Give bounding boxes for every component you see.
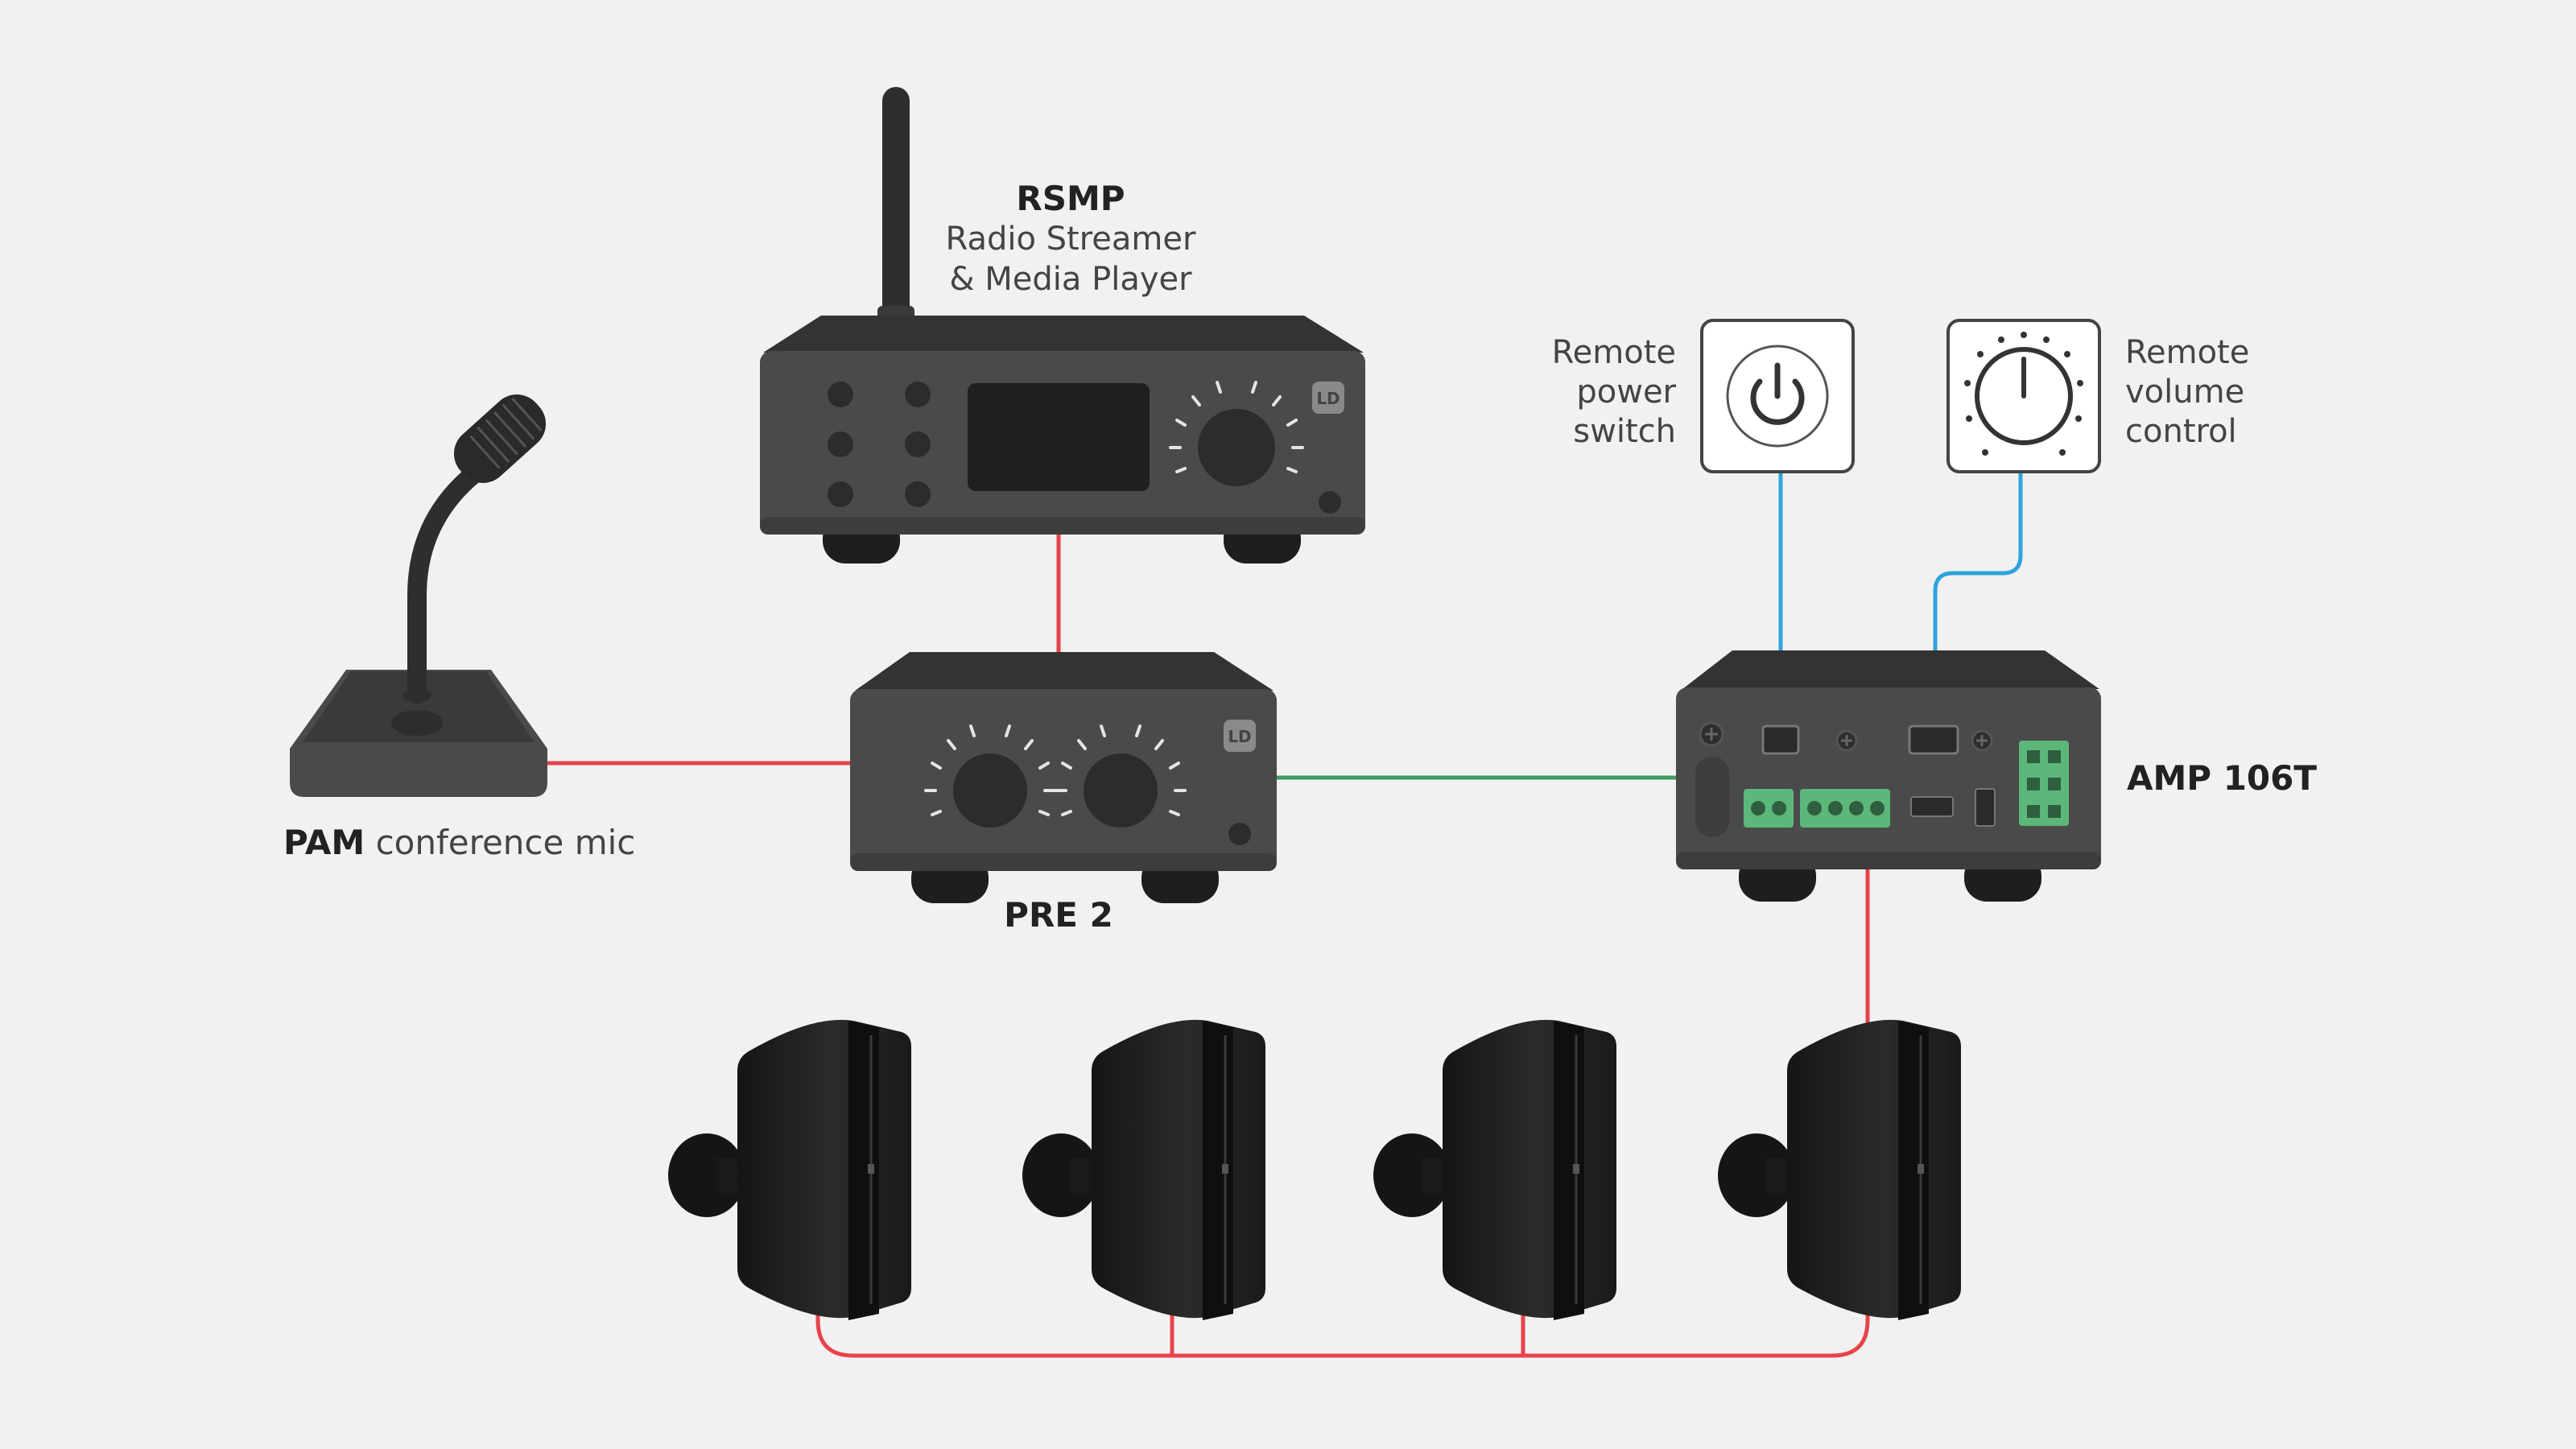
speaker-mount bbox=[1718, 1133, 1795, 1217]
ld-logo bbox=[1224, 720, 1256, 752]
button bbox=[905, 481, 931, 507]
rsmp-knob bbox=[1198, 409, 1275, 486]
volume-dots bbox=[1964, 332, 2083, 456]
speaker-mount bbox=[668, 1133, 745, 1217]
button bbox=[905, 382, 931, 407]
button bbox=[828, 431, 853, 457]
cables bbox=[541, 472, 2023, 1358]
ld-logo-text: LD bbox=[1228, 727, 1251, 746]
rsmp-description-line1: Radio Streamer bbox=[945, 221, 1196, 258]
rsmp-description-line2: & Media Player bbox=[949, 261, 1192, 298]
terminal-output-1 bbox=[1744, 789, 1794, 828]
remote-power-line3: switch bbox=[1573, 413, 1676, 450]
speaker-mount bbox=[1373, 1133, 1451, 1217]
volume-port bbox=[1908, 724, 1959, 755]
speaker bbox=[1022, 1019, 1265, 1320]
amp-slot bbox=[1695, 757, 1729, 837]
speaker-led bbox=[1918, 1164, 1924, 1174]
antenna bbox=[882, 87, 910, 336]
rsmp-name-label: RSMP bbox=[1016, 179, 1125, 218]
power-switch-port bbox=[1761, 724, 1800, 755]
rsmp-buttons bbox=[828, 382, 931, 507]
amp-indicator bbox=[1975, 788, 1996, 827]
speaker-side bbox=[1443, 1019, 1616, 1319]
speaker-front-edge bbox=[1898, 1021, 1929, 1320]
remote-power-switch bbox=[1700, 319, 1855, 473]
speaker-front-edge bbox=[1554, 1021, 1584, 1320]
speaker-mount bbox=[1022, 1133, 1100, 1217]
amp-top bbox=[1682, 650, 2099, 689]
remote-power-line2: power bbox=[1576, 374, 1676, 411]
remote-volume-line3: control bbox=[2125, 413, 2237, 450]
rsmp-led bbox=[1319, 491, 1341, 514]
pre2-edge bbox=[850, 853, 1277, 871]
button bbox=[828, 481, 853, 507]
power-icon bbox=[1750, 378, 1805, 425]
speaker-front-edge bbox=[1203, 1021, 1233, 1320]
pre2-knob-left bbox=[953, 753, 1027, 828]
rsmp-knob-ticks bbox=[1169, 381, 1304, 473]
button bbox=[828, 382, 853, 407]
pre2-top bbox=[855, 652, 1274, 691]
speaker-led bbox=[1573, 1164, 1579, 1174]
speaker-side bbox=[737, 1019, 911, 1319]
pre2-body bbox=[850, 689, 1277, 871]
pam-description: conference mic bbox=[375, 823, 636, 862]
pam-label: PAM conference mic bbox=[283, 823, 635, 862]
rsmp-screen bbox=[968, 383, 1150, 491]
speakers bbox=[668, 1019, 1961, 1320]
speaker-side bbox=[1787, 1019, 1961, 1319]
pre2-device: LD bbox=[850, 652, 1277, 903]
pre2-knob-right bbox=[1084, 753, 1158, 828]
pre2-knob-ticks bbox=[924, 724, 1187, 816]
remote-power-switch-label: Remote power switch bbox=[1515, 333, 1676, 452]
terminal-input bbox=[2019, 741, 2069, 826]
amp-label: AMP 106T bbox=[2127, 758, 2318, 798]
rsmp-description-label: Radio Streamer & Media Player bbox=[902, 219, 1240, 299]
cable-amp-speakers bbox=[815, 837, 1870, 1358]
mic-head bbox=[453, 394, 547, 483]
button bbox=[905, 431, 931, 457]
amp-edge bbox=[1676, 852, 2101, 869]
mic-base-button bbox=[391, 710, 443, 736]
rsmp-top bbox=[763, 316, 1364, 353]
remote-volume-control-label: Remote volume control bbox=[2125, 333, 2318, 452]
speaker-led bbox=[1222, 1164, 1228, 1174]
pre2-led bbox=[1228, 823, 1251, 845]
rsmp-edge bbox=[760, 517, 1365, 535]
amp-screw-crosses bbox=[1705, 728, 1988, 746]
speaker-front-edge bbox=[848, 1021, 879, 1320]
speaker bbox=[668, 1019, 911, 1320]
pre2-label: PRE 2 bbox=[1004, 895, 1113, 935]
speaker-side bbox=[1092, 1019, 1265, 1319]
speaker-led bbox=[868, 1164, 874, 1174]
ld-logo bbox=[1312, 382, 1344, 414]
pam-mic bbox=[290, 394, 547, 797]
amp-device bbox=[1676, 650, 2101, 902]
rsmp-device: LD bbox=[760, 87, 1365, 564]
mic-base-top bbox=[303, 671, 535, 742]
speaker bbox=[1718, 1019, 1961, 1320]
remote-volume-line2: volume bbox=[2125, 374, 2245, 411]
mic-grille bbox=[469, 397, 543, 469]
mic-gooseneck bbox=[407, 457, 493, 704]
speaker bbox=[1373, 1019, 1616, 1320]
remote-power-line1: Remote bbox=[1551, 334, 1676, 371]
remote-volume-line1: Remote bbox=[2125, 334, 2250, 371]
ld-logo-text: LD bbox=[1316, 389, 1340, 408]
remote-volume-control bbox=[1946, 319, 2101, 473]
cable-volume-amp bbox=[1933, 472, 2023, 729]
terminal-output-2 bbox=[1800, 789, 1890, 828]
pam-name: PAM bbox=[283, 823, 365, 862]
amp-dip-switch bbox=[1910, 796, 1954, 817]
